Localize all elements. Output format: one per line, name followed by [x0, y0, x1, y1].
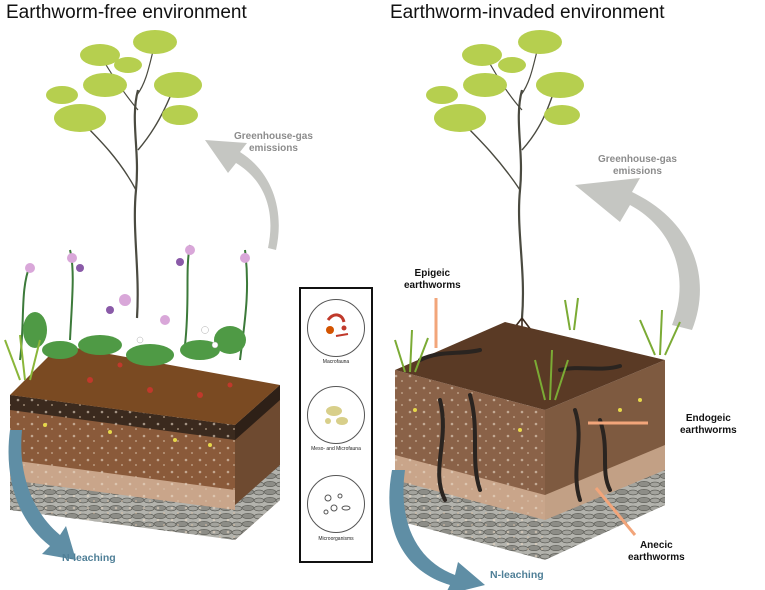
microorganisms-circle	[307, 475, 365, 533]
macrofauna-icon	[326, 313, 349, 337]
mesofauna-icon	[325, 406, 348, 425]
callout-lines	[434, 298, 648, 536]
right-tree-foliage	[426, 30, 584, 132]
right-scene	[389, 30, 700, 590]
right-nleaching-arrow	[389, 470, 485, 590]
left-greenhouse-arrow	[205, 140, 279, 250]
macrofauna-circle	[307, 299, 365, 357]
microorganisms-icon	[323, 493, 351, 515]
left-tree-foliage	[46, 30, 202, 132]
anecic-callout-line	[594, 487, 637, 536]
left-nleaching-arrow	[8, 430, 77, 560]
right-panel-title: Earthworm-invaded environment	[390, 2, 665, 23]
left-scene	[4, 30, 280, 560]
mesofauna-circle	[307, 386, 365, 444]
left-ground-plants	[4, 244, 250, 381]
legend-label-microorganisms: Microorganisms	[318, 536, 354, 542]
right-nleaching-label: N-leaching	[490, 569, 544, 581]
right-soil-block	[395, 322, 665, 560]
left-panel-title: Earthworm-free environment	[6, 2, 247, 23]
left-soil-block	[10, 345, 280, 540]
left-nleaching-label: N-leaching	[62, 552, 116, 564]
soil-biota-legend: Macrofauna Meso- and Microfauna Microorg…	[299, 287, 373, 563]
legend-label-macrofauna: Macrofauna	[322, 359, 350, 365]
legend-label-mesofauna: Meso- and Microfauna	[311, 446, 361, 452]
right-greenhouse-arrow	[575, 178, 700, 330]
right-grass	[394, 297, 681, 401]
